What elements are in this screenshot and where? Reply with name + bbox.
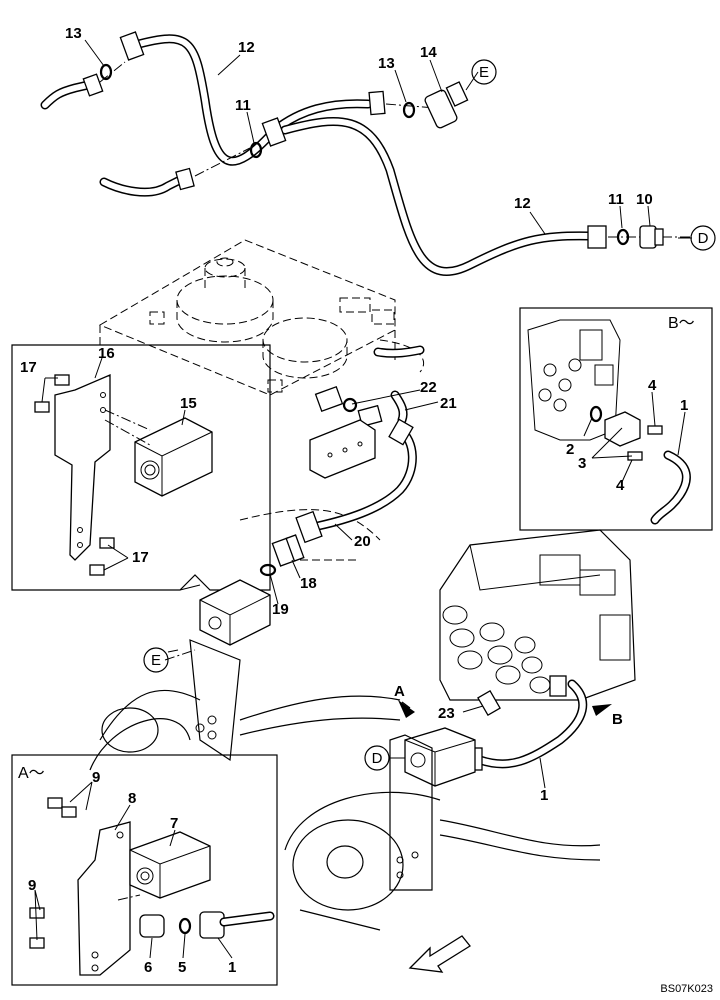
callout-12a: 12 — [238, 39, 255, 56]
adapter-18 — [271, 534, 305, 567]
callout-4b: 4 — [616, 477, 625, 494]
fitting-d-hose-end — [587, 225, 690, 249]
callout-9b: 9 — [28, 877, 36, 894]
callout-3: 3 — [578, 455, 586, 472]
bracket-16 — [54, 374, 111, 561]
callout-16: 16 — [98, 345, 115, 362]
callout-11b: 11 — [608, 191, 624, 208]
svg-text:E: E — [151, 652, 161, 669]
connector-circle-d-top: D — [690, 225, 716, 251]
svg-text:D: D — [372, 750, 383, 767]
view-arrow-b — [592, 704, 612, 716]
callout-1a: 1 — [680, 397, 688, 414]
lower-machine-outline — [284, 791, 601, 931]
callout-13a: 13 — [65, 25, 82, 42]
callout-21: 21 — [440, 395, 457, 412]
callout-15: 15 — [180, 395, 197, 412]
fitting-top-hose-end — [119, 31, 145, 61]
fitting-e-hose-end — [368, 90, 436, 116]
o-rings — [99, 63, 630, 935]
callout-12b: 12 — [514, 195, 531, 212]
callout-23: 23 — [438, 705, 455, 722]
boom-arm — [89, 639, 401, 771]
control-valve — [439, 529, 636, 717]
callout-9a: 9 — [92, 769, 100, 786]
callout-7: 7 — [170, 815, 178, 832]
connector-circle-e-top: E — [471, 59, 497, 85]
diagram-code: BS07K023 — [660, 983, 713, 995]
view-b-label: B～ — [668, 315, 695, 332]
connector-circle-d-mid: D — [364, 745, 390, 771]
callout-1c: 1 — [228, 959, 236, 976]
callout-17a: 17 — [20, 359, 37, 376]
pump-housing — [149, 257, 395, 393]
detail-box-15-17 — [11, 344, 271, 591]
view-a-label: A～ — [18, 765, 45, 782]
callout-22: 22 — [420, 379, 437, 396]
callout-18: 18 — [300, 575, 317, 592]
view-arrow-a-letter: A — [394, 683, 405, 700]
plug-10 — [639, 225, 664, 249]
direction-arrow — [408, 935, 471, 973]
block-15 — [104, 409, 213, 497]
hose-21-corrugated — [314, 345, 425, 428]
callout-10: 10 — [636, 191, 653, 208]
hose-12-lower — [280, 117, 595, 276]
block-19-mount — [199, 579, 271, 646]
svg-text:E: E — [479, 64, 489, 81]
block-d-mount — [389, 727, 476, 891]
part-callouts: 13 12 11 13 14 12 11 10 22 21 20 18 19 1… — [20, 25, 688, 976]
pipe-stub-left-lower — [99, 61, 251, 197]
leader-lines — [34, 39, 692, 959]
callout-19: 19 — [272, 601, 289, 618]
callout-13b: 13 — [378, 55, 395, 72]
callout-14: 14 — [420, 44, 437, 61]
fitting-mid-hose-end — [261, 117, 287, 147]
callout-2: 2 — [566, 441, 574, 458]
hose-20 — [295, 418, 417, 544]
callout-8: 8 — [128, 790, 136, 807]
svg-text:D: D — [698, 230, 709, 247]
elbow-fitting-14 — [424, 81, 469, 129]
callout-17b: 17 — [132, 549, 149, 566]
detail-b-panel — [519, 307, 713, 531]
detail-a-panel — [11, 754, 278, 986]
callout-1b: 1 — [540, 787, 548, 804]
view-arrow-b-letter: B — [612, 711, 623, 728]
pipe-stub-left-upper — [40, 73, 104, 110]
block-manifold-lower — [309, 419, 376, 479]
callout-6: 6 — [144, 959, 152, 976]
connector-circle-e-mid: E — [143, 647, 169, 673]
view-arrow-a — [398, 700, 415, 718]
hose-12-upper — [130, 34, 373, 166]
callout-4a: 4 — [648, 377, 657, 394]
callout-11a: 11 — [235, 97, 251, 114]
callout-20: 20 — [354, 533, 371, 550]
callout-5: 5 — [178, 959, 186, 976]
bolts-17 — [34, 374, 115, 576]
